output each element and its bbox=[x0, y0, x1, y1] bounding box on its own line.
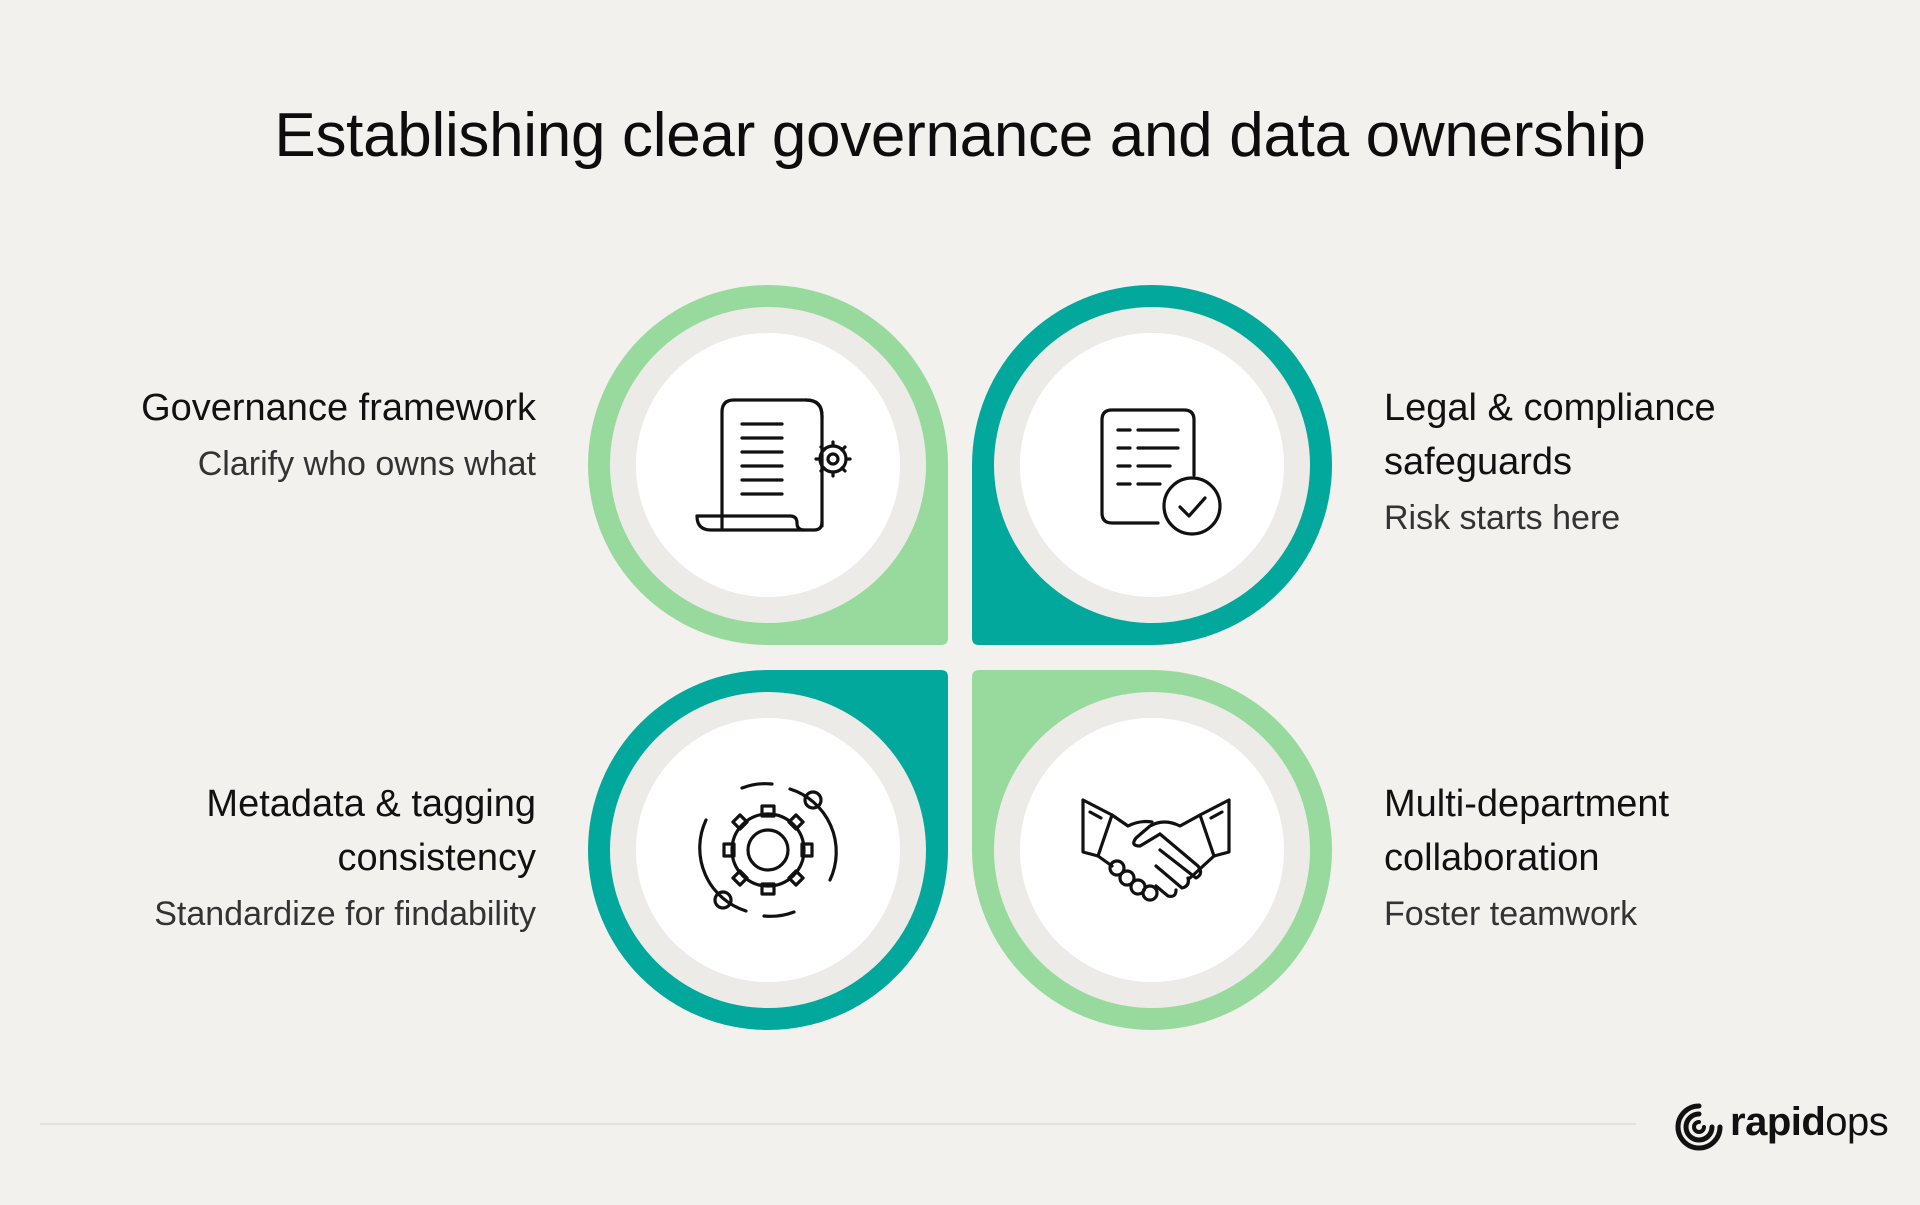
item-governance-framework: Governance framework Clarify who owns wh… bbox=[16, 381, 536, 487]
petal-governance-framework bbox=[588, 285, 948, 645]
gear-orbit-icon bbox=[698, 782, 838, 918]
item-subtitle: Clarify who owns what bbox=[197, 445, 536, 483]
brand-name-light: ops bbox=[1825, 1100, 1889, 1144]
document-scroll-gear-icon bbox=[695, 398, 852, 532]
item-heading: Legal & compliance safeguards bbox=[1384, 387, 1716, 483]
item-subtitle: Foster teamwork bbox=[1384, 895, 1638, 933]
item-heading: Multi-department collaboration bbox=[1384, 783, 1670, 879]
brand-logo: rapidops bbox=[1674, 1098, 1889, 1154]
petal-metadata-tagging bbox=[588, 670, 948, 1030]
item-legal-compliance: Legal & compliance safeguards Risk start… bbox=[1384, 381, 1784, 541]
rapidops-swirl-icon bbox=[1675, 1103, 1723, 1151]
brand-name: rapidops bbox=[1730, 1100, 1889, 1145]
brand-name-bold: rapid bbox=[1730, 1100, 1826, 1144]
item-subtitle: Standardize for findability bbox=[154, 895, 536, 933]
handshake-icon bbox=[1081, 798, 1231, 902]
page-title: Establishing clear governance and data o… bbox=[274, 101, 1646, 170]
document-checkmark-icon bbox=[1100, 408, 1222, 536]
item-heading: Metadata & tagging consistency bbox=[206, 783, 536, 879]
item-heading: Governance framework bbox=[141, 387, 536, 429]
petal-legal-compliance bbox=[972, 285, 1332, 645]
item-subtitle: Risk starts here bbox=[1384, 499, 1621, 537]
footer-divider bbox=[40, 1123, 1636, 1125]
petal-multi-department bbox=[972, 670, 1332, 1030]
item-multi-department: Multi-department collaboration Foster te… bbox=[1384, 777, 1784, 937]
item-metadata-tagging: Metadata & tagging consistency Standardi… bbox=[136, 777, 536, 937]
